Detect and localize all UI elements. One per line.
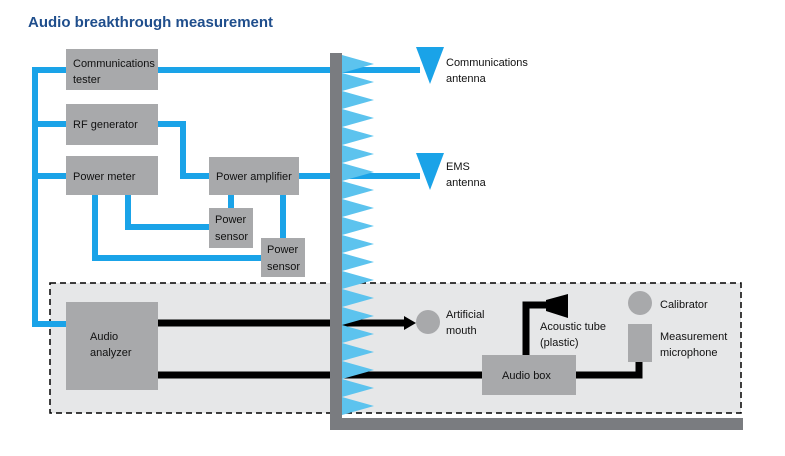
absorber-spike-icon — [342, 253, 374, 271]
power-meter-box — [66, 156, 158, 195]
antenna-icon — [416, 153, 444, 190]
absorber-spike-icon — [342, 145, 374, 163]
absorber-spike-icon — [342, 181, 374, 199]
chamber-wall — [330, 53, 342, 427]
absorber-spike-icon — [342, 397, 374, 415]
shielded-area — [49, 282, 742, 414]
rf-cable-sensor2 — [92, 195, 261, 261]
speaker-icon — [546, 294, 568, 318]
artificial-mouth-label: Artificial mouth — [446, 309, 488, 337]
power-sensor-box — [261, 238, 305, 277]
absorber-spike-icon — [342, 73, 374, 91]
power-amplifier-label: Power amplifier — [216, 171, 292, 183]
absorber-spike-icon — [342, 307, 374, 325]
absorber-spike-icon — [342, 217, 374, 235]
ems-antenna-label: EMS antenna — [446, 161, 487, 189]
microphone-icon — [628, 324, 652, 362]
absorber-row — [342, 55, 374, 415]
audio-analyzer-box — [66, 302, 158, 390]
power-sensor-box — [209, 208, 253, 248]
power-sensor-label: Power sensor — [267, 244, 301, 273]
absorber-spike-icon — [342, 235, 374, 253]
audio-box-box — [482, 355, 576, 395]
antenna-icon — [416, 47, 444, 84]
power-meter-label: Power meter — [73, 171, 136, 183]
absorber-spike-icon — [342, 199, 374, 217]
rf-cabling — [32, 67, 420, 327]
chamber-floor — [330, 418, 743, 430]
power-amplifier-box — [209, 157, 299, 195]
absorber-spike-icon — [342, 325, 374, 343]
absorber-spike-icon — [342, 361, 374, 379]
audio-cable-microphone — [576, 358, 643, 379]
calibrator-icon — [628, 291, 652, 315]
rf-cable-sensor1 — [125, 195, 209, 230]
power-sensor-label: Power sensor — [215, 214, 249, 243]
absorber-spike-icon — [342, 109, 374, 127]
diagram-title: Audio breakthrough measurement — [28, 14, 273, 31]
rf-generator-box — [66, 104, 158, 145]
communications-tester-box — [66, 49, 158, 90]
absorber-spike-icon — [342, 289, 374, 307]
absorber-spike-icon — [342, 163, 374, 181]
measurement-microphone-label: Measurement microphone — [660, 331, 730, 359]
acoustic-tube-label: Acoustic tube (plastic) — [540, 321, 609, 349]
absorber-spike-icon — [342, 343, 374, 361]
arrow-icon — [404, 316, 416, 330]
audio-cabling — [158, 301, 643, 379]
rf-cable-generator-amplifier — [158, 121, 209, 179]
rf-cable-main — [32, 67, 66, 327]
audio-box-label: Audio box — [502, 370, 551, 382]
absorber-spike-icon — [342, 91, 374, 109]
communications-tester-label: Communications tester — [73, 58, 158, 86]
absorber-spike-icon — [342, 55, 374, 73]
audio-analyzer-label: Audio analyzer — [90, 331, 132, 359]
absorber-spike-icon — [342, 127, 374, 145]
acoustic-tube-pipe — [522, 301, 546, 355]
communications-antenna-label: Communications antenna — [446, 57, 531, 85]
artificial-mouth-icon — [416, 310, 440, 334]
calibrator-label: Calibrator — [660, 299, 708, 311]
absorber-spike-icon — [342, 379, 374, 397]
rf-generator-label: RF generator — [73, 119, 138, 131]
absorber-spike-icon — [342, 271, 374, 289]
